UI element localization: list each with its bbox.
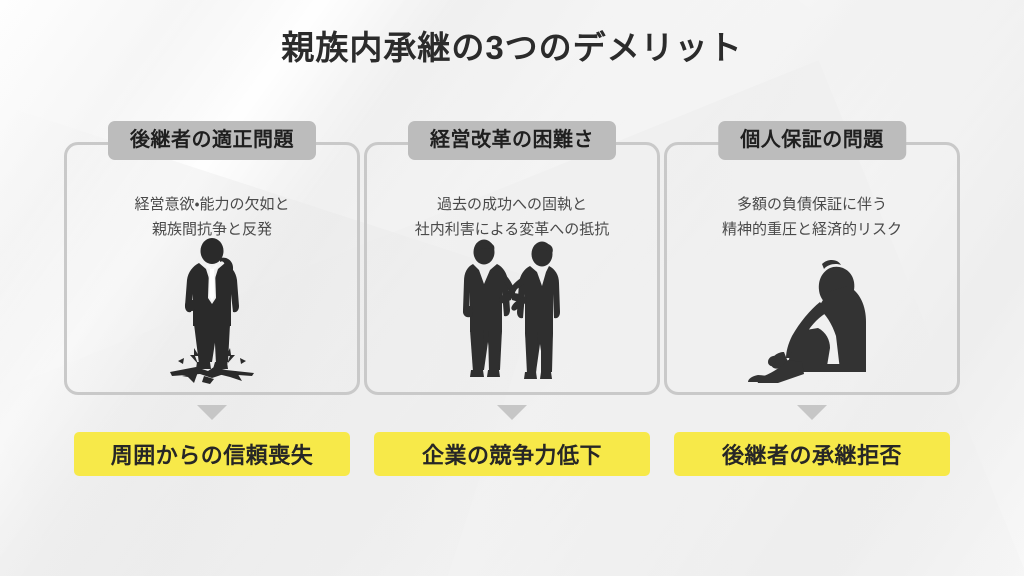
card-badge-1: 後継者の適正問題 bbox=[108, 121, 316, 160]
card-body-line-1: 経営意欲・能力の欠如と bbox=[134, 196, 290, 213]
result-bar-3: 後継者の承継拒否 bbox=[674, 432, 950, 476]
illustration-worried-businessman-icon bbox=[67, 234, 357, 384]
demerit-card-1: 後継者の適正問題 経営意欲・能力の欠如と 親族間抗争と反発 bbox=[64, 121, 360, 395]
result-bar-2: 企業の競争力低下 bbox=[374, 432, 650, 476]
illustration-seated-person-head-down-icon bbox=[667, 234, 957, 384]
card-body-1: 経営意欲・能力の欠如と 親族間抗争と反発 bbox=[73, 193, 351, 243]
demerit-card-2: 経営改革の困難さ 過去の成功への固執と 社内利害による変革への抵抗 bbox=[364, 121, 660, 395]
demerit-card-3: 個人保証の問題 多額の負債保証に伴う 精神的重圧と経済的リスク bbox=[664, 121, 960, 395]
card-body-line-2: 社内利害による変革への抵抗 bbox=[414, 220, 610, 238]
arrow-down-3 bbox=[797, 405, 827, 420]
result-bar-1: 周囲からの信頼喪失 bbox=[74, 432, 350, 476]
columns-container: 後継者の適正問題 経営意欲・能力の欠如と 親族間抗争と反発 bbox=[0, 118, 1024, 518]
column-2: 経営改革の困難さ 過去の成功への固執と 社内利害による変革への抵抗 bbox=[364, 118, 660, 476]
card-badge-3: 個人保証の問題 bbox=[718, 121, 906, 160]
card-badge-2: 経営改革の困難さ bbox=[408, 121, 616, 160]
card-body-line-2: 親族間抗争と反発 bbox=[151, 220, 272, 238]
card-body-3: 多額の負債保証に伴う 精神的重圧と経済的リスク bbox=[673, 193, 951, 243]
card-body-line-1: 多額の負債保証に伴う bbox=[736, 196, 887, 213]
card-body-2: 過去の成功への固執と 社内利害による変革への抵抗 bbox=[373, 193, 651, 243]
arrow-down-1 bbox=[197, 405, 227, 420]
column-3: 個人保証の問題 多額の負債保証に伴う 精神的重圧と経済的リスク bbox=[664, 118, 960, 476]
arrow-down-2 bbox=[497, 405, 527, 420]
slide-title: 親族内承継の3つのデメリット bbox=[281, 29, 743, 66]
card-body-line-2: 精神的重圧と経済的リスク bbox=[721, 220, 902, 238]
illustration-two-businessmen-arguing-icon bbox=[367, 234, 657, 384]
card-body-line-1: 過去の成功への固執と bbox=[436, 196, 587, 213]
column-1: 後継者の適正問題 経営意欲・能力の欠如と 親族間抗争と反発 bbox=[64, 118, 360, 476]
